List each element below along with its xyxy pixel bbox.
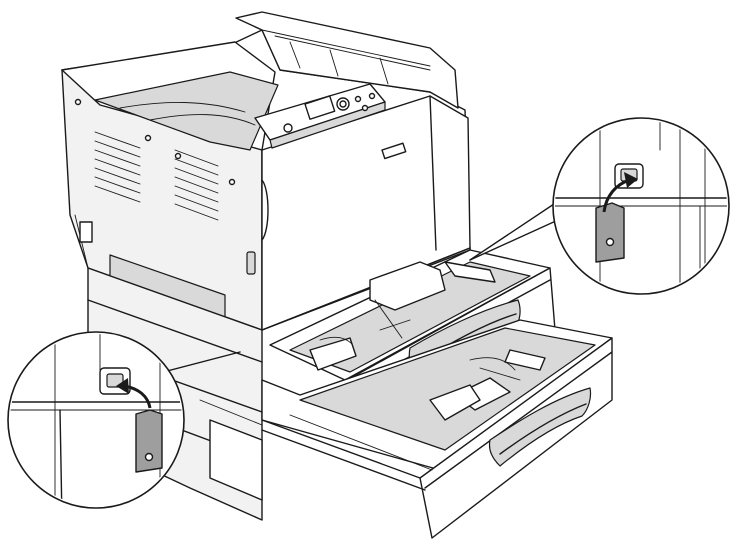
power-button-icon [283, 123, 293, 133]
lower-paper-cassette [261, 319, 613, 539]
control-panel [254, 83, 386, 149]
upper-cassette-label-callout [552, 117, 730, 295]
hanging-label-tag-icon [595, 202, 625, 263]
lower-cassette-label-callout [7, 331, 185, 509]
lcd-screen [304, 95, 336, 120]
hanging-label-tag-icon [135, 409, 163, 473]
